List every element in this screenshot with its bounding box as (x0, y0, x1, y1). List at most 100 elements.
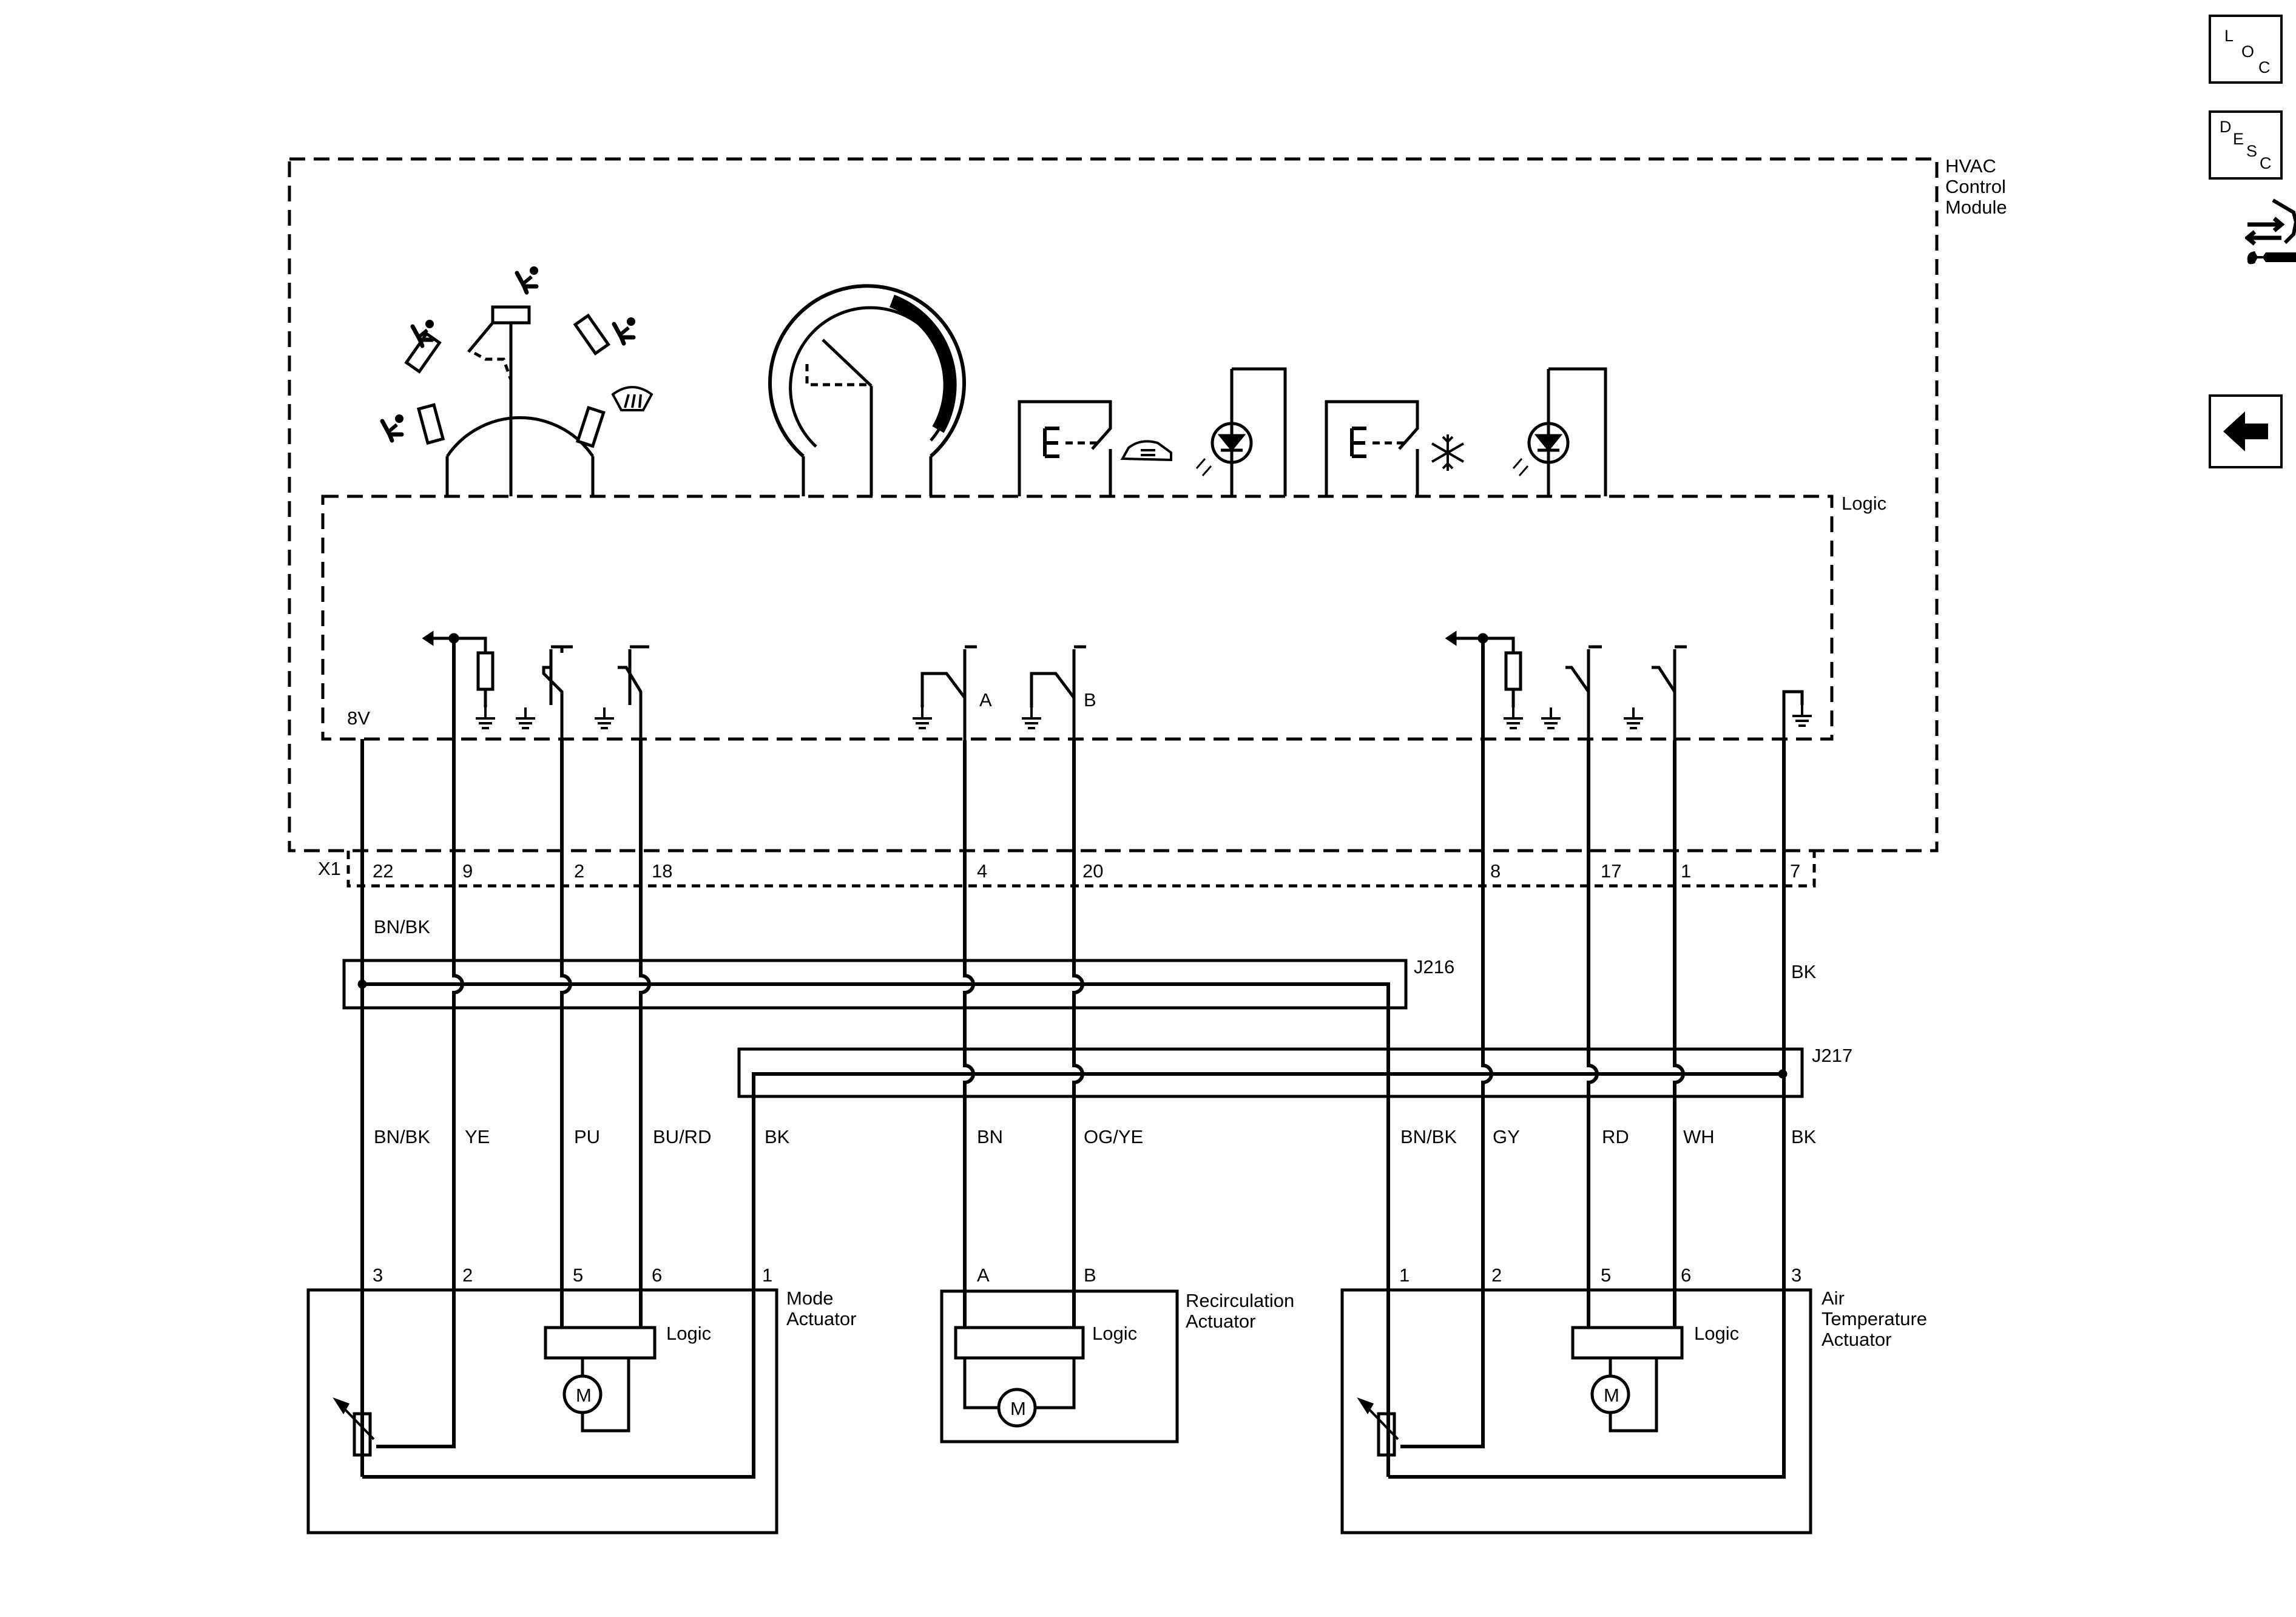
recirc-actuator-logic-label: Logic (1092, 1323, 1137, 1344)
module-title-line-1: HVAC (1945, 155, 1996, 177)
air-actuator-title-1: Air (1822, 1288, 1845, 1309)
ac-switch (1325, 400, 1419, 496)
recirc-logic-grounds (911, 706, 1042, 729)
logic-label: Logic (1842, 493, 1886, 514)
recirc-pin: B (1084, 1264, 1096, 1286)
recirc-pin: A (977, 1264, 990, 1286)
wire-label: BK (765, 1126, 790, 1147)
module-title-line-2: Control (1945, 176, 2006, 197)
x1-pin-labels: 22 9 2 18 4 20 8 17 1 7 (373, 860, 1800, 882)
mode-pin: 3 (373, 1264, 383, 1286)
voltage-8v-label: 8V (347, 707, 370, 729)
mode-pin: 6 (652, 1264, 662, 1286)
mode-actuator-title-1: Mode (786, 1288, 834, 1309)
air-pin: 1 (1399, 1264, 1410, 1286)
x1-pin: 17 (1601, 860, 1621, 882)
air-actuator-motor-label: M (1604, 1385, 1619, 1406)
mode-selector-switch (404, 305, 611, 496)
switch-label-a: A (979, 689, 992, 711)
wire-label-top-bnbk: BN/BK (374, 916, 430, 937)
mode-pin: 2 (462, 1264, 473, 1286)
x1-pin: 1 (1681, 860, 1691, 882)
recirculation-actuator (940, 1289, 1179, 1443)
mode-actuator-motor-label: M (576, 1385, 592, 1406)
wire-label: YE (465, 1126, 490, 1147)
switch-label-b: B (1084, 689, 1096, 711)
wire-label-top-bk: BK (1791, 961, 1817, 982)
module-title-line-3: Module (1945, 197, 2007, 218)
wire-color-labels: BN/BK YE PU BU/RD BK BN OG/YE BN/BK GY R… (374, 1126, 1817, 1147)
mode-icon-floor (382, 414, 403, 441)
harness-wires (360, 638, 1786, 1479)
x1-pin: 9 (462, 860, 473, 882)
air-actuator-title-3: Actuator (1822, 1329, 1891, 1350)
x1-pin: 18 (652, 860, 672, 882)
wire-label: BN/BK (374, 1126, 430, 1147)
wire-label: BN (977, 1126, 1003, 1147)
description-letter: E (2233, 130, 2244, 148)
air-pin: 3 (1791, 1264, 1801, 1286)
mode-actuator (306, 1288, 778, 1534)
air-temperature-actuator (1340, 1288, 1812, 1534)
x1-pin: 20 (1082, 860, 1103, 882)
wire-label: BK (1791, 1126, 1817, 1147)
air-pin: 6 (1681, 1264, 1691, 1286)
arrow-left-icon (2223, 411, 2268, 451)
recirc-actuator-pins: A B (977, 1264, 1096, 1286)
location-button[interactable]: L O C (2209, 15, 2283, 84)
description-letter: S (2246, 142, 2258, 160)
description-letter: C (2260, 154, 2272, 172)
wire-label: WH (1683, 1126, 1715, 1147)
logic-section (321, 495, 1834, 741)
wire-label: BU/RD (653, 1126, 711, 1147)
connector-wrench-button[interactable] (2244, 198, 2296, 277)
mode-actuator-title-2: Actuator (786, 1308, 856, 1329)
splice-j216 (342, 959, 1408, 1086)
back-button[interactable] (2209, 394, 2283, 468)
description-button[interactable]: D E S C (2209, 110, 2283, 180)
recirculation-indicator-led (1195, 367, 1287, 496)
splice-j217 (737, 1047, 1804, 1122)
air-actuator-logic-label: Logic (1694, 1323, 1739, 1344)
hvac-control-module: HVAC Control Module Logic (288, 155, 2007, 852)
splice-j217-label: J217 (1812, 1045, 1852, 1066)
x1-pin: 2 (574, 860, 584, 882)
air-pin: 2 (1491, 1264, 1502, 1286)
temperature-knob (768, 284, 966, 496)
mode-icon-vent (517, 266, 538, 292)
mode-pin: 5 (573, 1264, 583, 1286)
wire-label: GY (1493, 1126, 1520, 1147)
defrost-icon (611, 386, 653, 411)
mode-logic-grounds (474, 706, 615, 729)
x1-pin: 7 (1790, 860, 1800, 882)
wire-label: PU (574, 1126, 600, 1147)
wire-label: RD (1602, 1126, 1629, 1147)
splice-j216-label: J216 (1414, 956, 1454, 977)
ac-indicator-led (1512, 367, 1607, 496)
connector-x1: X1 (318, 851, 1816, 888)
recirc-actuator-title-1: Recirculation (1186, 1290, 1294, 1311)
location-letter: O (2241, 42, 2255, 61)
wire-label: OG/YE (1084, 1126, 1143, 1147)
mode-logic-circuits (422, 630, 649, 740)
air-actuator-pins: 1 2 5 6 3 (1399, 1264, 1801, 1286)
x1-pin: 4 (977, 860, 987, 882)
air-logic-grounds (1502, 704, 1813, 729)
recirculation-switch (1018, 400, 1112, 496)
recirc-actuator-title-2: Actuator (1186, 1311, 1255, 1332)
mode-icon-defog (614, 317, 635, 343)
connector-wrench-icon (2244, 198, 2296, 265)
mode-actuator-logic-label: Logic (666, 1323, 711, 1344)
recirc-logic-circuits (920, 645, 1086, 740)
recirculation-car-icon (1120, 440, 1172, 462)
description-letter: D (2220, 118, 2232, 136)
recirc-actuator-motor-label: M (1010, 1398, 1026, 1419)
connector-x1-label: X1 (318, 858, 341, 879)
air-actuator-title-2: Temperature (1822, 1308, 1927, 1329)
air-logic-circuits (1445, 630, 1804, 740)
air-pin: 5 (1601, 1264, 1611, 1286)
mode-actuator-pins: 3 2 5 6 1 (373, 1264, 772, 1286)
snowflake-icon (1431, 434, 1464, 471)
mode-pin: 1 (762, 1264, 772, 1286)
